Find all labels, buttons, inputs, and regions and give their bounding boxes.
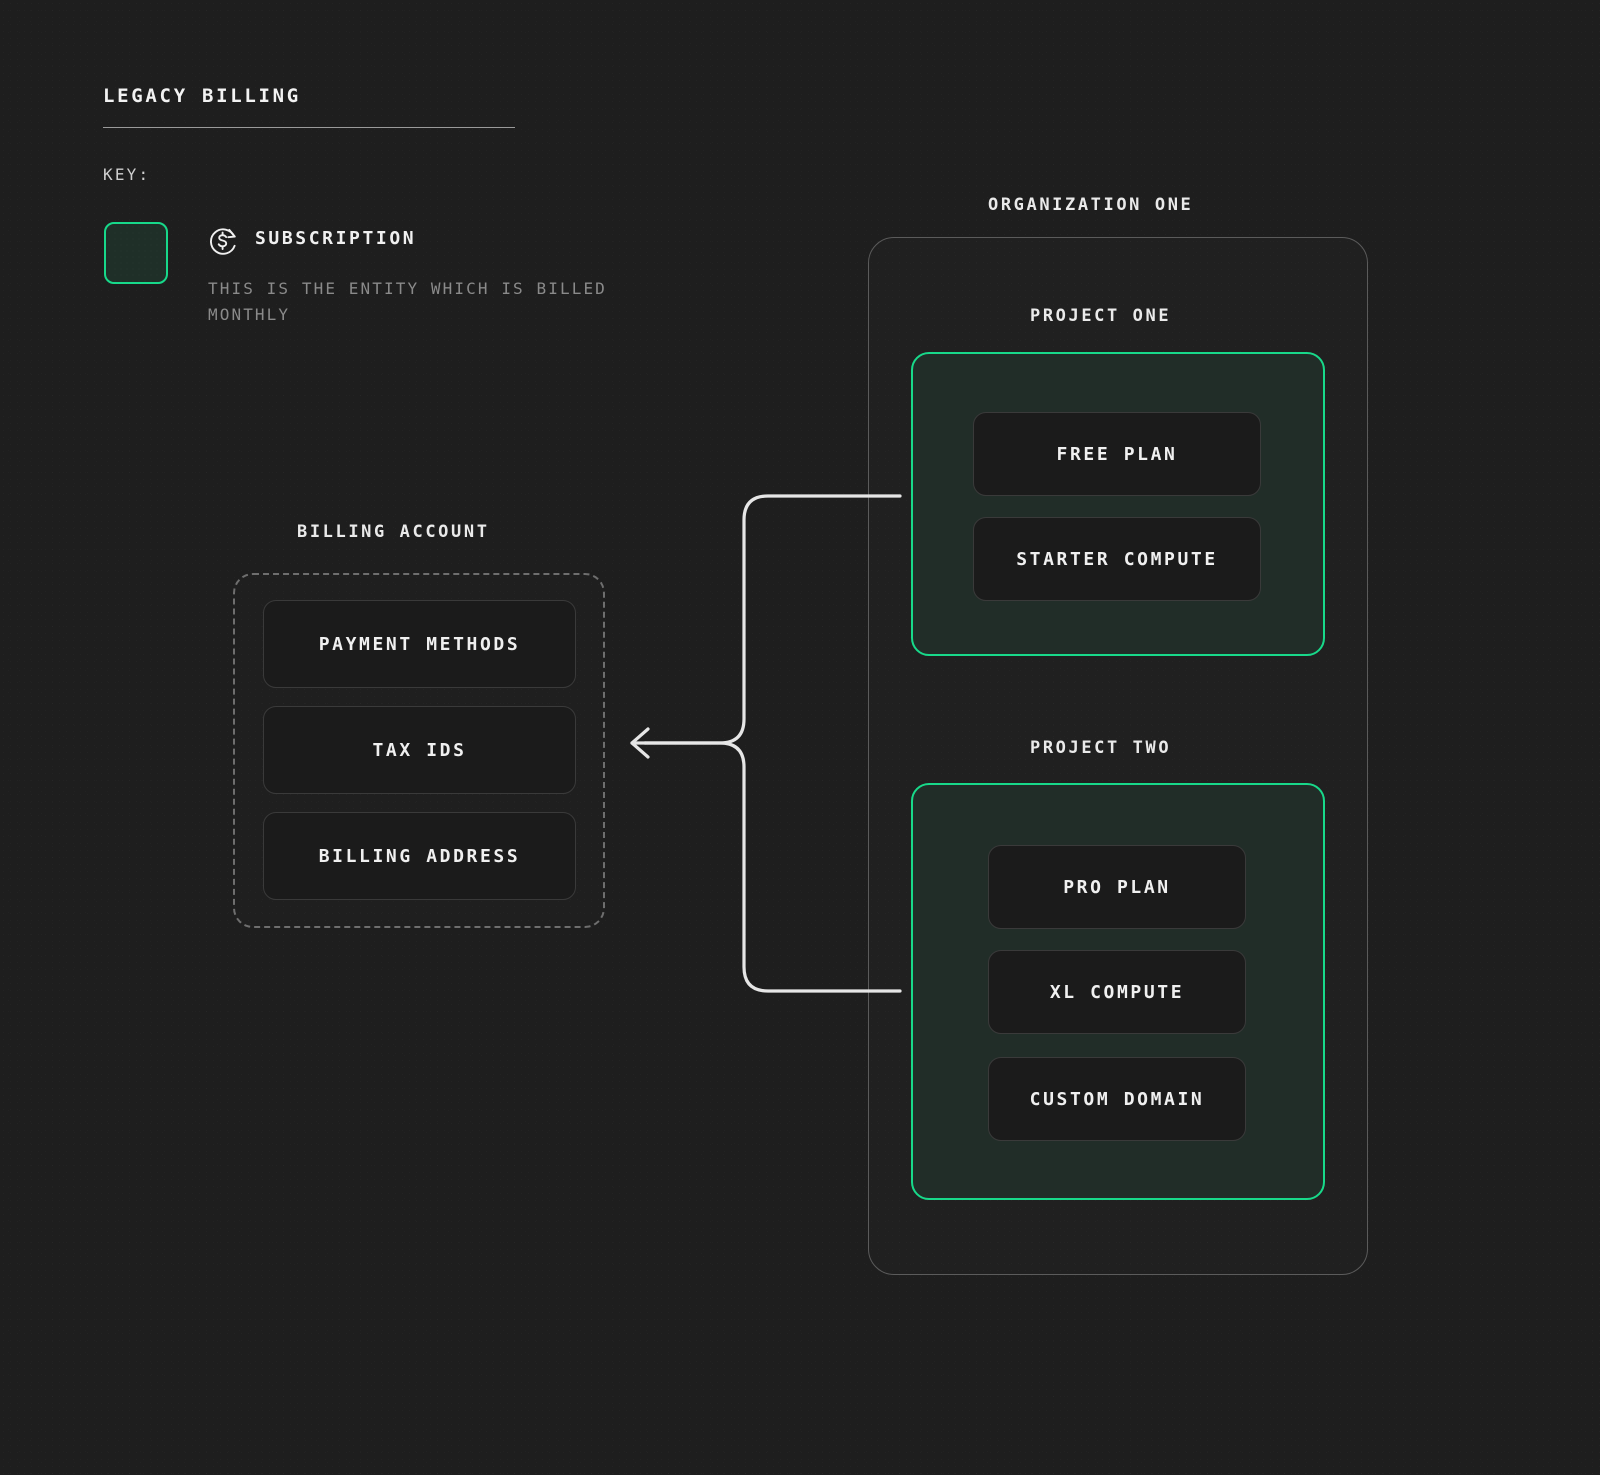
card-xl-compute[interactable]: XL COMPUTE xyxy=(988,950,1246,1034)
project-two-caption: PROJECT TWO xyxy=(1030,738,1172,758)
organization-caption: ORGANIZATION ONE xyxy=(988,195,1194,215)
card-pro-plan[interactable]: PRO PLAN xyxy=(988,845,1246,929)
swatch-texture xyxy=(106,224,166,282)
billing-account-container xyxy=(233,573,605,928)
project-one-container xyxy=(911,352,1325,656)
key-label: KEY: xyxy=(103,165,151,184)
project-one-caption: PROJECT ONE xyxy=(1030,306,1172,326)
page-title: LEGACY BILLING xyxy=(103,85,301,107)
key-entity-name: SUBSCRIPTION xyxy=(255,228,417,249)
key-color-swatch xyxy=(104,222,168,284)
key-entity-description: THIS IS THE ENTITY WHICH IS BILLED MONTH… xyxy=(208,279,607,324)
card-custom-domain[interactable]: CUSTOM DOMAIN xyxy=(988,1057,1246,1141)
title-divider xyxy=(103,127,515,128)
subscription-recurring-dollar-icon xyxy=(206,224,240,258)
card-free-plan[interactable]: FREE PLAN xyxy=(973,412,1261,496)
card-billing-address[interactable]: BILLING ADDRESS xyxy=(263,812,576,900)
card-starter-compute[interactable]: STARTER COMPUTE xyxy=(973,517,1261,601)
billing-account-caption: BILLING ACCOUNT xyxy=(297,522,490,542)
card-tax-ids[interactable]: TAX IDS xyxy=(263,706,576,794)
card-payment-methods[interactable]: PAYMENT METHODS xyxy=(263,600,576,688)
